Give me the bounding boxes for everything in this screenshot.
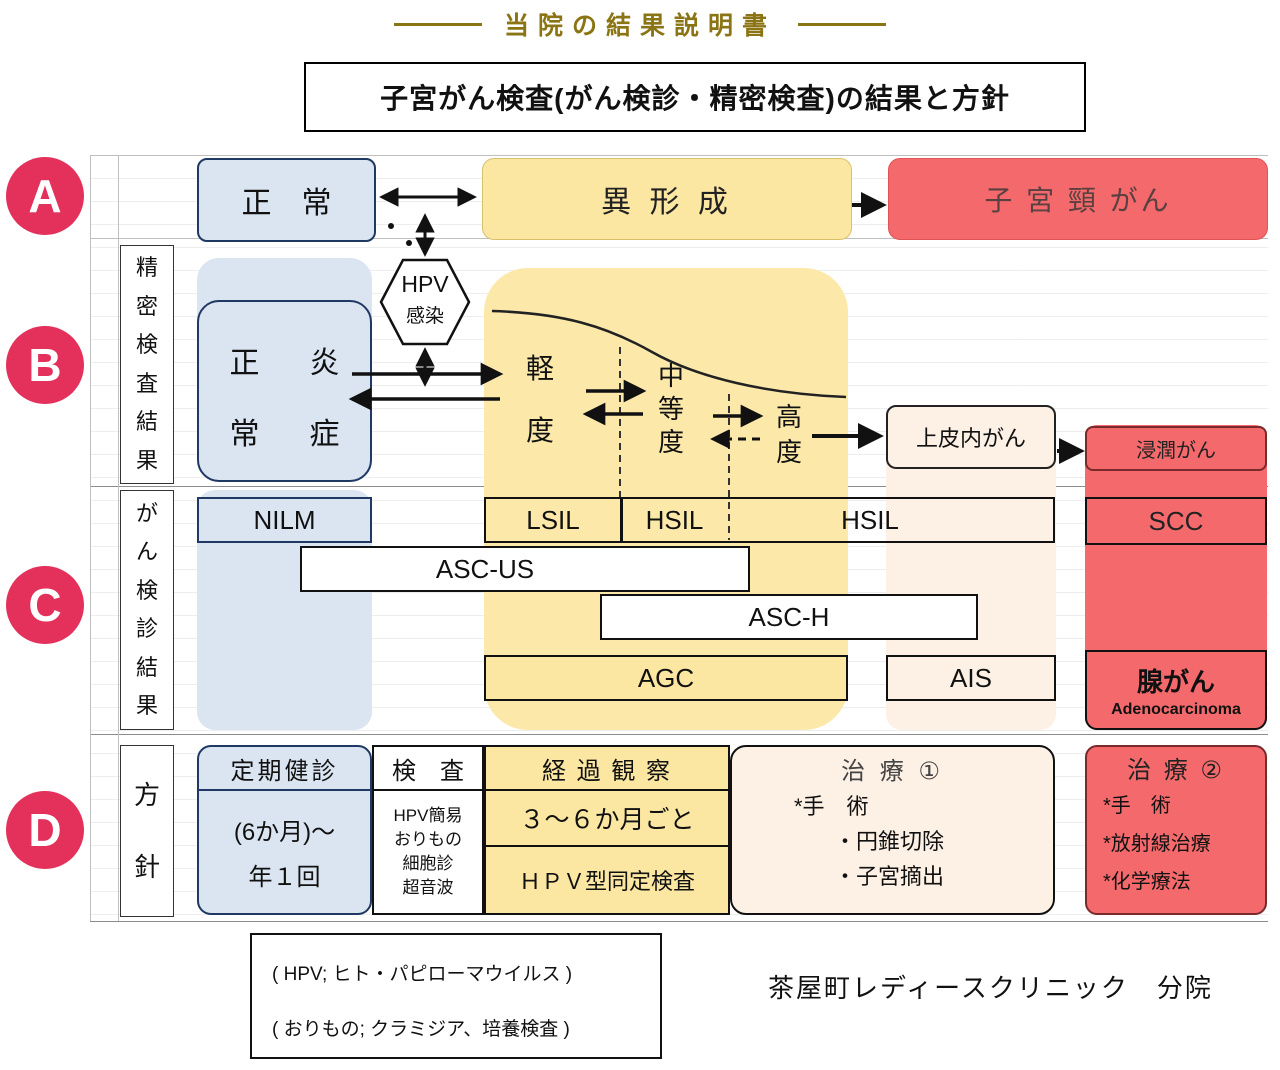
box-dysplasia: 異 形 成 (482, 158, 852, 240)
side-label-policy: 方針 (120, 745, 174, 917)
box-ais: AIS (886, 655, 1056, 701)
treatment-1-line-1: *手 術 (794, 794, 869, 819)
main-title-box: 子宮がん検査(がん検診・精密検査)の結果と方針 (304, 62, 1086, 132)
side-label-policy-text: 方針 (133, 780, 160, 882)
test-line-4: 超音波 (402, 878, 454, 897)
treatment-1-title: 治 療 ① (841, 757, 944, 785)
section-line-top (90, 155, 1268, 156)
row-badge-b: B (6, 326, 84, 404)
side-label-screening-result-text: がん検診結果 (135, 500, 158, 719)
test-line-2: おりもの (394, 830, 462, 849)
section-vline-2 (118, 155, 119, 921)
box-treatment-2: 治 療 ② *手 術 *放射線治療 *化学療法 (1085, 745, 1267, 915)
label-severe: 高度 (775, 402, 802, 467)
treatment-1-line-2: ・円錐切除 (834, 829, 945, 854)
label-lsil: LSIL (526, 504, 580, 535)
box-agc: AGC (484, 655, 848, 701)
test-line-3: 細胞診 (402, 854, 454, 873)
strip-divider-solid (620, 499, 623, 541)
footnote-box: ( HPV; ヒト・パピローマウイルス ) ( おりもの; クラミジア、培養検査… (250, 933, 662, 1059)
box-asc-h: ASC-H (600, 594, 978, 640)
row-badge-c: C (6, 566, 84, 644)
treatment-2-line-2: *放射線治療 (1103, 833, 1211, 855)
regular-checkup-title: 定期健診 (199, 747, 370, 791)
box-followup: 経 過 観 察 ３～６か月ごと ＨＰＶ型同定検査 (484, 745, 730, 915)
clinic-name: 茶屋町レディースクリニック 分院 (768, 973, 1213, 1003)
treatment-1-line-3: ・子宮摘出 (834, 864, 945, 889)
test-title: 検 査 (374, 747, 482, 791)
page-header: 当院の結果説明書 (0, 6, 1280, 42)
box-adenocarcinoma: 腺がん Adenocarcinoma (1085, 650, 1267, 730)
label-moderate: 中等度 (657, 361, 684, 457)
section-vline-1 (90, 155, 91, 921)
side-label-detailed-exam-text: 精密検査結果 (135, 255, 158, 473)
box-normal: 正 常 (197, 158, 376, 242)
label-hsil-2: HSIL (841, 504, 899, 535)
box-asc-us: ASC-US (300, 546, 750, 592)
side-label-screening-result: がん検診結果 (120, 490, 174, 730)
box-nilm: NILM (197, 497, 372, 543)
label-adenocarcinoma-jp: 腺がん (1136, 666, 1215, 697)
label-adenocarcinoma-en: Adenocarcinoma (1111, 700, 1241, 718)
footnote-line-2: ( おりもの; クラミジア、培養検査 ) (272, 1019, 570, 1040)
hpv-label-bottom: 感染 (405, 305, 444, 327)
section-line-c-d (90, 734, 1268, 735)
label-mild: 軽度 (525, 353, 554, 446)
box-treatment-1: 治 療 ① *手 術 ・円錐切除 ・子宮摘出 (730, 745, 1055, 915)
regular-checkup-line1: (6か月)～ (233, 819, 336, 846)
followup-title: 経 過 観 察 (486, 747, 728, 791)
footnote-line-1: ( HPV; ヒト・パピローマウイルス ) (272, 964, 573, 985)
treatment-2-title: 治 療 ② (1127, 756, 1225, 784)
followup-mid: ３～６か月ごと (486, 791, 728, 847)
label-normal-inflammation-1: 正 炎 (229, 346, 350, 380)
box-cervical-cancer: 子 宮 頸 がん (888, 158, 1268, 240)
row-badge-d: D (6, 791, 84, 869)
followup-bottom: ＨＰＶ型同定検査 (518, 869, 695, 894)
treatment-2-line-3: *化学療法 (1103, 871, 1191, 893)
test-line-1: HPV簡易 (393, 806, 463, 825)
box-regular-checkup: 定期健診 (6か月)～ 年１回 (197, 745, 372, 915)
label-normal-inflammation-2: 常 症 (229, 417, 350, 451)
box-normal-inflammation: 正 炎 常 症 (197, 300, 372, 482)
section-line-bottom (90, 921, 1268, 922)
regular-checkup-line2: 年１回 (248, 864, 321, 891)
box-carcinoma-in-situ: 上皮内がん (886, 405, 1056, 469)
title-dash-left (393, 22, 482, 26)
side-label-detailed-exam: 精密検査結果 (120, 245, 174, 484)
box-scc: SCC (1085, 497, 1267, 545)
box-test: 検 査 HPV簡易 おりもの 細胞診 超音波 (372, 745, 484, 915)
strip-lsil-hsil: LSIL HSIL HSIL (484, 497, 1055, 543)
page-title: 当院の結果説明書 (503, 12, 776, 40)
row-badge-a: A (6, 157, 84, 235)
label-hsil-1: HSIL (645, 504, 704, 535)
box-invasive-cancer: 浸潤がん (1085, 426, 1267, 471)
hpv-label-top: HPV (401, 270, 449, 297)
treatment-2-line-1: *手 術 (1103, 795, 1171, 817)
title-dash-right (798, 22, 886, 26)
